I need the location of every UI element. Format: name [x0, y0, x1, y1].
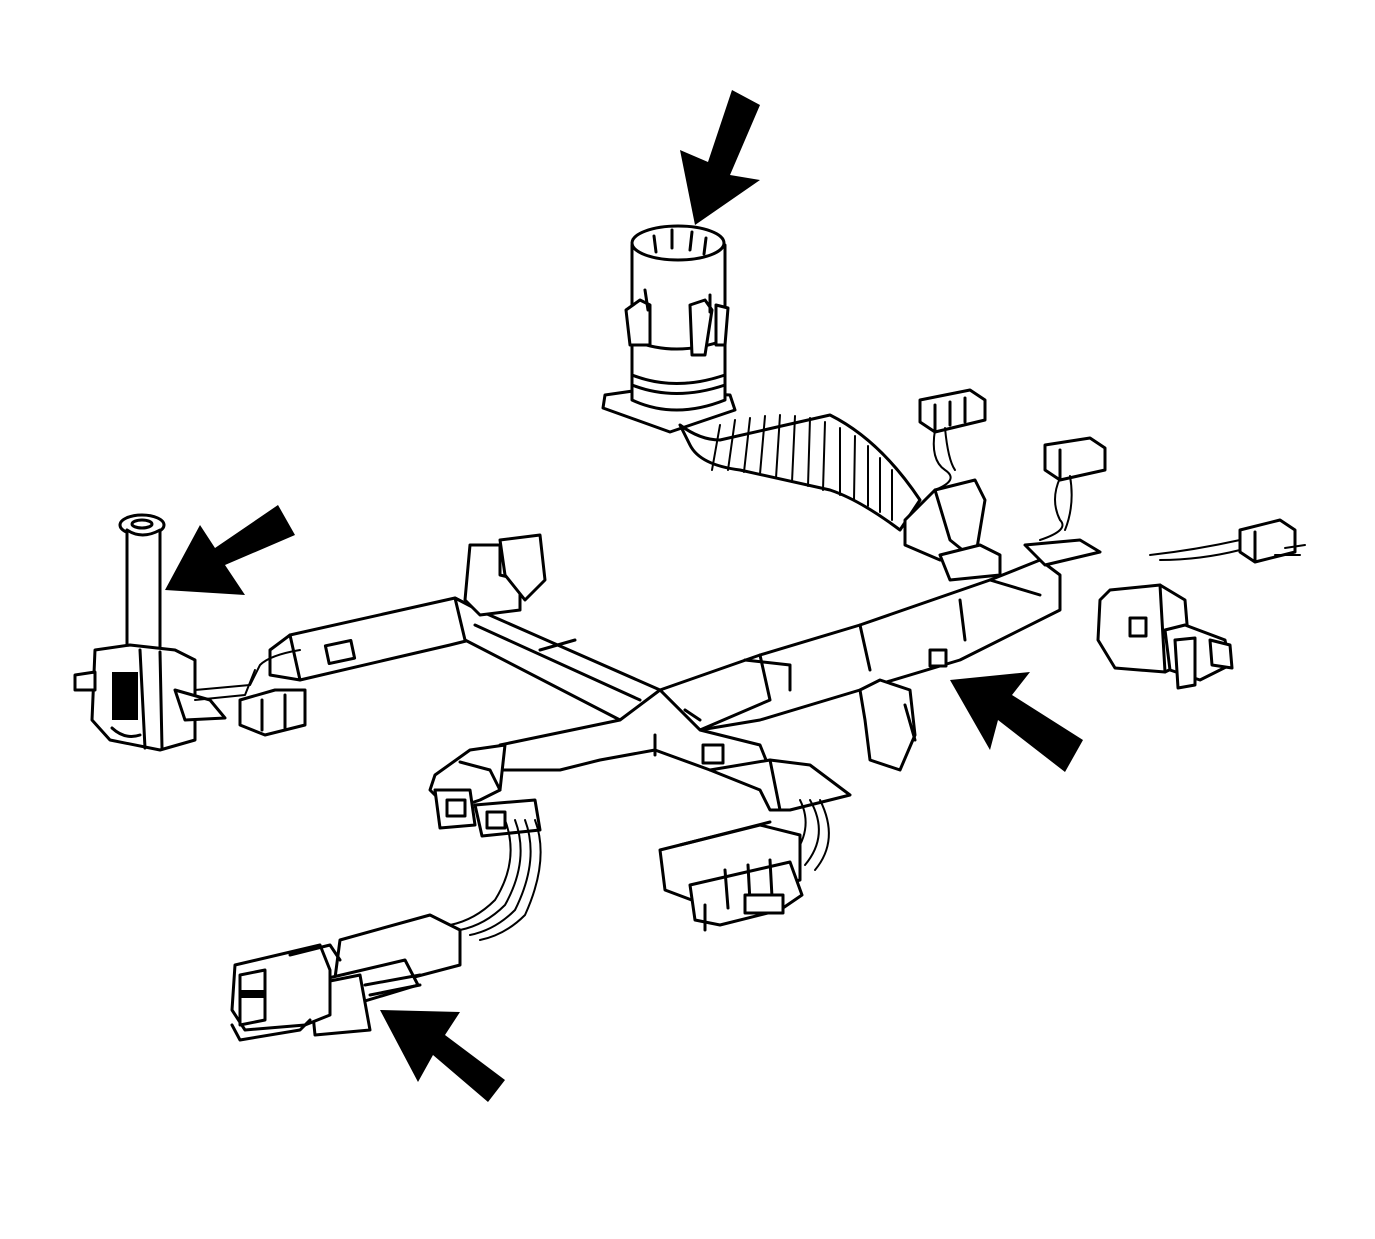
pressure-switch-connectors: [918, 388, 1306, 564]
pass-through-connector: [601, 224, 922, 532]
side-connector: [1096, 583, 1234, 690]
arrow-icon: [680, 90, 760, 225]
arrow-icon: [165, 505, 295, 595]
callout-arrows: [165, 90, 1083, 1102]
harness-carrier: [268, 533, 1062, 838]
harness-retainer-clip: [903, 478, 1102, 582]
solenoid: [73, 513, 307, 752]
center-connector: [658, 799, 830, 932]
in-line-connector: [230, 819, 542, 1042]
arrow-icon: [950, 672, 1083, 772]
arrow-icon: [380, 1010, 505, 1102]
